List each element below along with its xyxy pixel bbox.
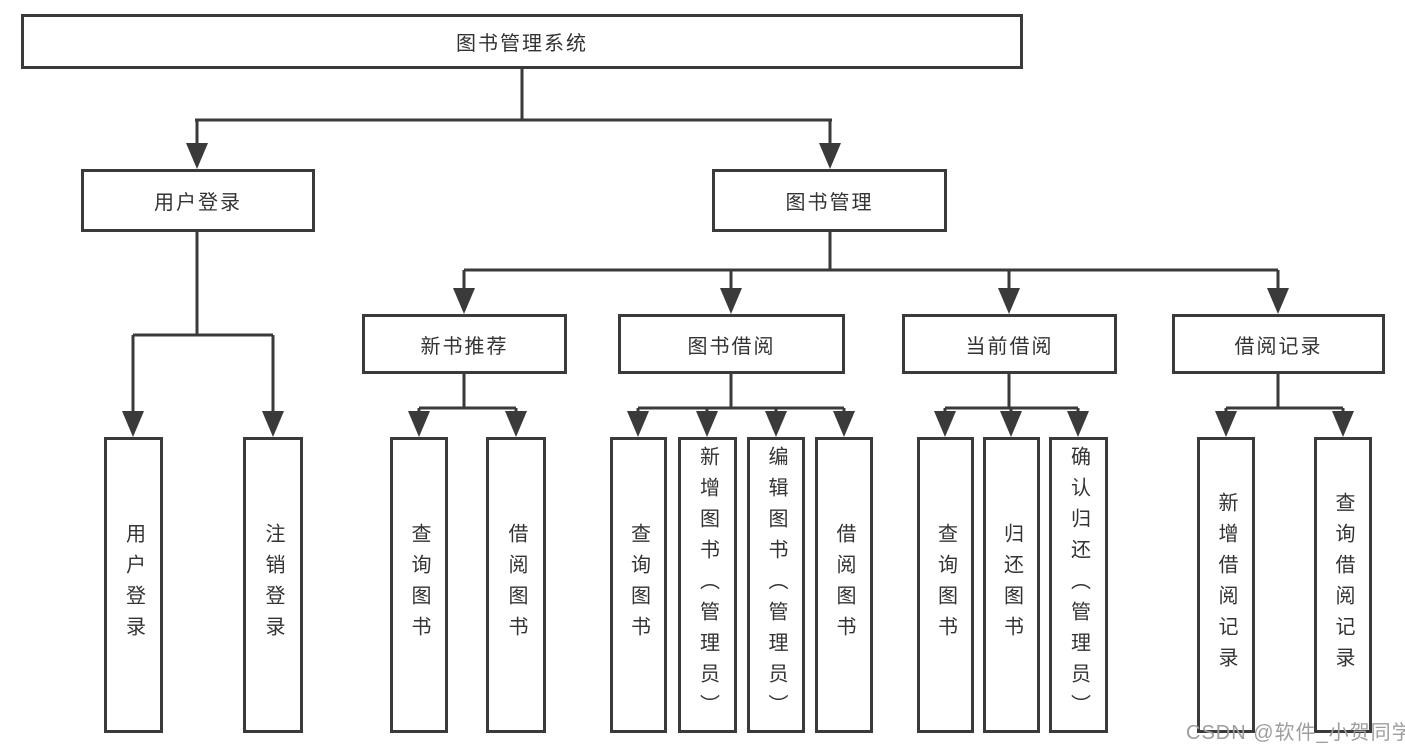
node-new-book-recommend: 新书推荐	[362, 314, 567, 374]
leaf-record-add-record-label: 新增借阅记录	[1215, 492, 1237, 678]
leaf-newrec-query-book: 查询图书	[390, 437, 448, 733]
leaf-current-query-book: 查询图书	[917, 437, 974, 733]
leaf-borrow-borrow-book: 借阅图书	[815, 437, 873, 733]
leaf-borrow-borrow-book-label: 借阅图书	[833, 523, 855, 647]
leaf-borrow-add-book-admin: 新增图书（管理员）	[678, 437, 737, 733]
leaf-user-login-label: 用户登录	[122, 523, 145, 647]
node-root: 图书管理系统	[21, 14, 1023, 69]
leaf-newrec-borrow-book: 借阅图书	[486, 437, 546, 733]
node-book-management: 图书管理	[712, 169, 947, 232]
leaf-logout: 注销登录	[243, 437, 303, 733]
leaf-record-query-record: 查询借阅记录	[1314, 437, 1372, 733]
leaf-user-login: 用户登录	[104, 437, 163, 733]
node-book-borrow: 图书借阅	[618, 314, 845, 374]
leaf-borrow-edit-book-admin: 编辑图书（管理员）	[747, 437, 805, 733]
leaf-logout-label: 注销登录	[262, 523, 284, 647]
leaf-borrow-query-book: 查询图书	[610, 437, 667, 733]
leaf-record-add-record: 新增借阅记录	[1197, 437, 1255, 733]
node-user-login: 用户登录	[81, 169, 315, 232]
leaf-record-query-record-label: 查询借阅记录	[1332, 492, 1354, 678]
leaf-borrow-edit-book-admin-label: 编辑图书（管理员）	[765, 445, 787, 725]
node-current-borrow: 当前借阅	[902, 314, 1117, 374]
leaf-borrow-query-book-label: 查询图书	[627, 523, 650, 647]
node-book-borrow-label: 图书借阅	[687, 335, 776, 358]
leaf-newrec-query-book-label: 查询图书	[408, 523, 430, 647]
node-borrow-record: 借阅记录	[1172, 314, 1385, 374]
node-user-login-label: 用户登录	[154, 192, 242, 214]
node-new-book-recommend-label: 新书推荐	[420, 335, 509, 358]
leaf-current-confirm-return-admin: 确认归还（管理员）	[1049, 437, 1108, 733]
node-current-borrow-label: 当前借阅	[965, 335, 1054, 358]
csdn-watermark: CSDN @软件_小贺同学	[1186, 722, 1405, 744]
leaf-current-return-book-label: 归还图书	[1000, 523, 1023, 647]
node-borrow-record-label: 借阅记录	[1234, 335, 1323, 358]
leaf-current-query-book-label: 查询图书	[934, 523, 957, 647]
leaf-borrow-add-book-admin-label: 新增图书（管理员）	[696, 445, 719, 725]
leaf-current-return-book: 归还图书	[983, 437, 1040, 733]
leaf-newrec-borrow-book-label: 借阅图书	[505, 523, 527, 647]
leaf-current-confirm-return-admin-label: 确认归还（管理员）	[1067, 445, 1090, 725]
node-book-management-label: 图书管理	[785, 192, 874, 214]
node-root-label: 图书管理系统	[456, 33, 588, 55]
